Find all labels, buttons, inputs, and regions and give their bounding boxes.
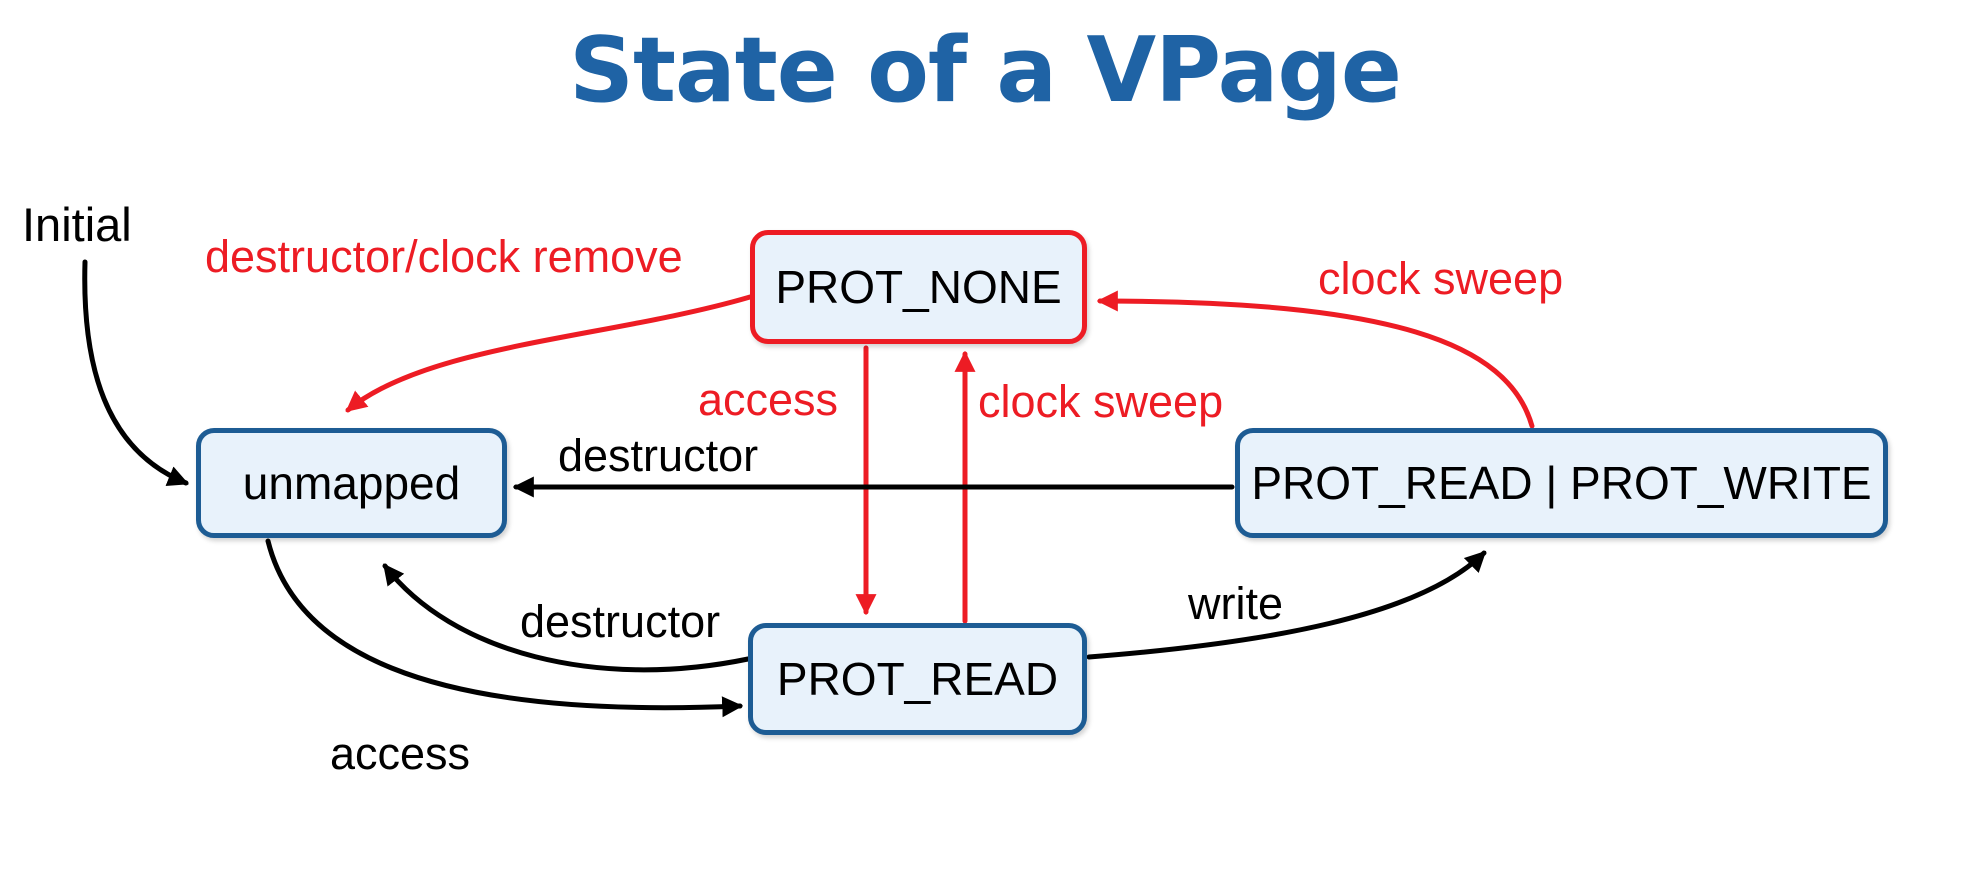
write-arrow: [1086, 550, 1487, 660]
destructor-low-label: destructor: [520, 596, 721, 647]
state-label-prot-read-write: PROT_READ | PROT_WRITE: [1251, 457, 1872, 509]
state-node-prot-read-write: PROT_READ | PROT_WRITE: [1235, 428, 1888, 538]
destructor-clock-remove-arrow: [345, 294, 753, 413]
state-node-unmapped: unmapped: [196, 428, 507, 538]
destructor-mid-label: destructor: [558, 430, 759, 481]
write-label: write: [1188, 578, 1284, 629]
page-title: State of a VPage: [569, 18, 1402, 123]
state-label-unmapped: unmapped: [242, 457, 461, 509]
destructor-clock-remove-label: destructor/clock remove: [205, 231, 683, 282]
access-red-label: access: [698, 374, 839, 425]
clock-sweep-mid-label: clock sweep: [978, 376, 1224, 427]
state-label-prot-read: PROT_READ: [776, 653, 1059, 705]
state-label-prot-none: PROT_NONE: [775, 261, 1062, 313]
state-node-prot-none: PROT_NONE: [750, 230, 1087, 344]
initial-label: Initial: [22, 198, 132, 251]
state-node-prot-read: PROT_READ: [748, 623, 1087, 735]
access-low-label: access: [330, 728, 471, 779]
initial-arrow: [82, 259, 189, 486]
clock-sweep-top-label: clock sweep: [1318, 253, 1564, 304]
